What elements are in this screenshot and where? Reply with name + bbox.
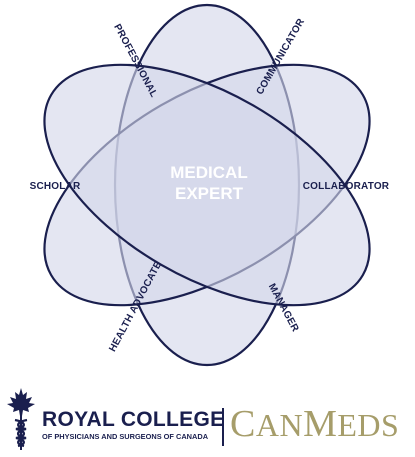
role-scholar: SCHOLAR [30,181,81,192]
canmeds-eds: EDS [337,407,400,443]
logo-divider [222,408,224,446]
canmeds-flower-diagram: PROFESSIONAL COMMUNICATOR SCHOLAR COLLAB… [30,3,390,367]
royal-college-subtitle: OF PHYSICIANS AND SURGEONS OF CANADA [42,432,209,441]
center-label-line2: EXPERT [175,184,244,203]
canmeds-an: AN [255,407,304,443]
canmeds-initial-c: C [230,403,256,445]
royal-college-title: ROYAL COLLEGE [42,408,225,431]
canmeds-wordmark: CANMEDS [230,402,399,446]
canmeds-initial-m: M [303,403,338,445]
maple-leaf-caduceus-icon [7,388,35,450]
center-label-line1: MEDICAL [170,163,247,182]
footer-logo-bar: ROYAL COLLEGE OF PHYSICIANS AND SURGEONS… [0,380,415,457]
role-collaborator: COLLABORATOR [303,181,390,192]
petal-diagonal-right [43,63,371,307]
